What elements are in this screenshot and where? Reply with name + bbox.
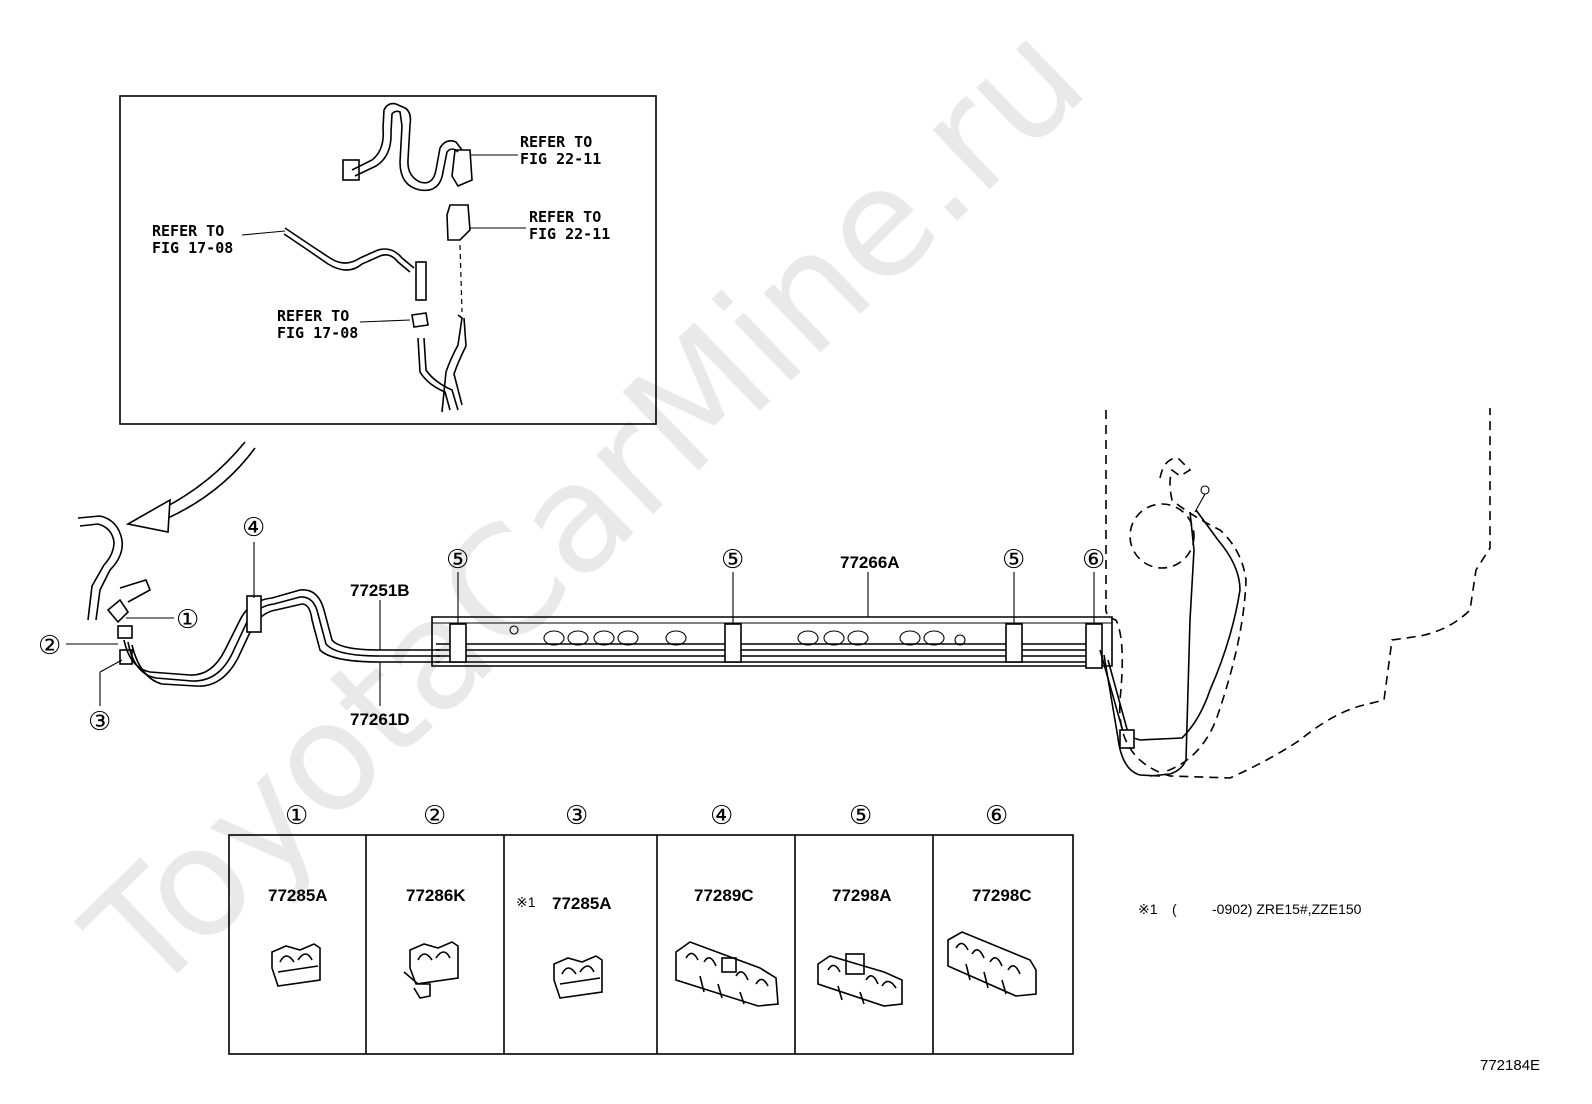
clip-parts-table: ① ② ③ ④ ⑤ ⑥ 77285A 77286K ※1 77285A 7728… bbox=[228, 801, 1074, 1055]
table-part-4: 77289C bbox=[694, 886, 754, 905]
callout-5a: ⑤ bbox=[446, 545, 469, 575]
table-part-1: 77285A bbox=[268, 886, 328, 905]
table-col-num-1: ① bbox=[285, 801, 308, 831]
fuel-line-assembly bbox=[77, 408, 1491, 779]
clip-77298A bbox=[817, 953, 903, 1007]
clip-77285A-a bbox=[271, 943, 321, 987]
table-col-num-2: ② bbox=[423, 801, 446, 831]
footnote-paren: ( bbox=[1172, 901, 1177, 917]
small-clip bbox=[411, 312, 429, 328]
callout-5c: ⑤ bbox=[1002, 545, 1025, 575]
inset-frame bbox=[119, 95, 657, 425]
table-col-num-4: ④ bbox=[710, 801, 733, 831]
detail-arrow bbox=[125, 441, 256, 533]
figure-code: 772184E bbox=[1480, 1057, 1540, 1074]
ref-label-4b: FIG 17-08 bbox=[277, 324, 358, 342]
table-col-num-6: ⑥ bbox=[985, 801, 1008, 831]
rail-holes bbox=[509, 625, 966, 646]
clip-77286K bbox=[403, 941, 459, 999]
part-77266A: 77266A bbox=[840, 553, 900, 572]
clip-77289C bbox=[675, 941, 779, 1007]
clip-77298C bbox=[947, 931, 1037, 997]
clamp-5a bbox=[449, 623, 467, 663]
clip-77285A-b bbox=[553, 955, 603, 999]
table-prefix-3: ※1 bbox=[516, 894, 536, 910]
table-col-num-3: ③ bbox=[565, 801, 588, 831]
footnote-mark: ※1 bbox=[1138, 901, 1158, 917]
ref-label-1b: FIG 22-11 bbox=[520, 150, 601, 168]
part-77251B: 77251B bbox=[350, 581, 410, 600]
ref-label-2a: REFER TO bbox=[529, 208, 601, 226]
clamp-3 bbox=[119, 649, 133, 665]
table-part-3: 77285A bbox=[552, 894, 612, 913]
callout-6: ⑥ bbox=[1082, 545, 1105, 575]
table-frame bbox=[228, 834, 1074, 1055]
part-77261D: 77261D bbox=[350, 710, 410, 729]
hose-end-fitting bbox=[342, 159, 360, 181]
ref-label-2b: FIG 22-11 bbox=[529, 225, 610, 243]
main-leaders bbox=[66, 542, 1095, 706]
clamp-2 bbox=[117, 625, 133, 639]
footnote-text: -0902) ZRE15#,ZZE150 bbox=[1212, 901, 1362, 917]
hose-clamp-fitting bbox=[451, 149, 473, 188]
ref-label-1a: REFER TO bbox=[520, 133, 592, 151]
callout-2: ② bbox=[38, 631, 61, 661]
table-part-6: 77298C bbox=[972, 886, 1032, 905]
table-part-2: 77286K bbox=[406, 886, 466, 905]
sensor-connector bbox=[446, 204, 471, 241]
ref-label-4a: REFER TO bbox=[277, 307, 349, 325]
table-part-5: 77298A bbox=[832, 886, 892, 905]
clamp-5b bbox=[724, 623, 742, 663]
callout-1: ① bbox=[176, 605, 199, 635]
ref-label-3a: REFER TO bbox=[152, 222, 224, 240]
table-col-num-5: ⑤ bbox=[849, 801, 872, 831]
callout-4: ④ bbox=[242, 513, 265, 543]
clamp-5c bbox=[1005, 623, 1023, 663]
callout-3: ③ bbox=[88, 707, 111, 737]
callout-5b: ⑤ bbox=[721, 545, 744, 575]
clamp-6 bbox=[1085, 623, 1103, 669]
inset-detail: REFER TO FIG 22-11 REFER TO FIG 22-11 RE… bbox=[119, 95, 657, 425]
ref-label-3b: FIG 17-08 bbox=[152, 239, 233, 257]
clamp-4 bbox=[246, 595, 262, 633]
